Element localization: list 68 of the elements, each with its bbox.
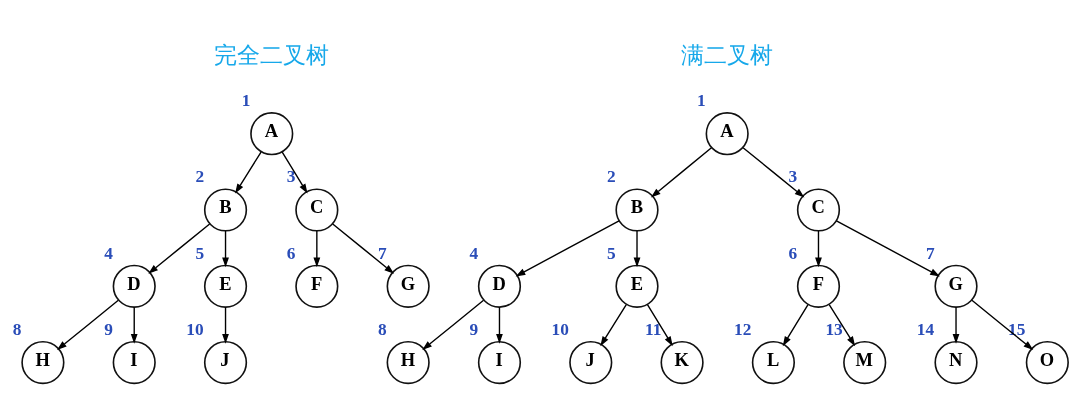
node-circle: M: [843, 340, 887, 384]
node-label: 5: [195, 243, 205, 263]
node-label: 1: [697, 90, 706, 110]
node-circle: K: [660, 340, 704, 384]
node-circle: E: [203, 264, 248, 308]
node-label: 6: [788, 243, 798, 263]
node-label: 12: [734, 319, 752, 339]
label: 满二叉树: [681, 41, 774, 68]
arrow: [235, 150, 262, 194]
arrow: [952, 306, 960, 344]
node-circle: J: [569, 340, 613, 384]
node-label: 3: [286, 166, 296, 186]
node-label: 9: [469, 319, 479, 339]
node-label: 8: [378, 319, 387, 339]
node-label: 9: [104, 319, 113, 339]
arrow: [422, 299, 485, 350]
arrow: [313, 229, 321, 267]
arrow: [828, 303, 856, 346]
node-label: 4: [469, 243, 479, 263]
arrow: [782, 303, 809, 346]
node-circle: B: [203, 187, 248, 232]
node-circle: I: [112, 340, 156, 384]
arrow: [815, 229, 822, 267]
arrow: [650, 146, 713, 197]
node-circle: D: [477, 264, 522, 308]
arrow: [281, 150, 308, 194]
arrow: [130, 306, 138, 344]
arrow: [332, 222, 395, 274]
node-circle: A: [250, 111, 294, 155]
node-label: 6: [286, 243, 296, 263]
node-label: 3: [788, 166, 798, 186]
arrow: [646, 303, 673, 346]
node-label: 14: [916, 319, 935, 339]
node-circle: L: [751, 340, 795, 384]
node-label: 7: [378, 243, 387, 263]
arrow: [742, 146, 805, 197]
arrow: [222, 229, 229, 267]
arrow: [515, 219, 620, 276]
node-label: 7: [925, 243, 935, 263]
node-label: 1: [241, 90, 251, 110]
arrow: [148, 222, 211, 274]
node-label: 10: [186, 319, 204, 339]
arrow: [633, 229, 641, 267]
node-circle: N: [934, 340, 978, 384]
node-circle: E: [615, 264, 659, 308]
node-label: 10: [551, 319, 569, 339]
node-label: 8: [12, 319, 22, 339]
node-circle: I: [477, 340, 522, 384]
node-label: 4: [104, 243, 113, 263]
node-label: 11: [645, 319, 662, 339]
node-label: 5: [606, 243, 616, 263]
node-label: 13: [825, 319, 843, 339]
node-label: 2: [606, 166, 616, 186]
arrow: [835, 219, 940, 276]
arrow: [222, 306, 229, 344]
arrow: [496, 306, 503, 344]
node-circle: F: [796, 264, 841, 308]
node-circle: G: [934, 264, 978, 308]
arrow: [600, 303, 627, 346]
node-circle: J: [203, 340, 248, 384]
label: 完全二叉树: [214, 41, 330, 68]
node-label: 15: [1008, 319, 1026, 339]
node-circle: C: [295, 187, 339, 232]
node-label: 2: [195, 166, 205, 186]
node-circle: A: [705, 111, 749, 155]
arrow: [971, 299, 1034, 350]
node-circle: F: [295, 264, 339, 308]
arrow: [57, 299, 119, 350]
